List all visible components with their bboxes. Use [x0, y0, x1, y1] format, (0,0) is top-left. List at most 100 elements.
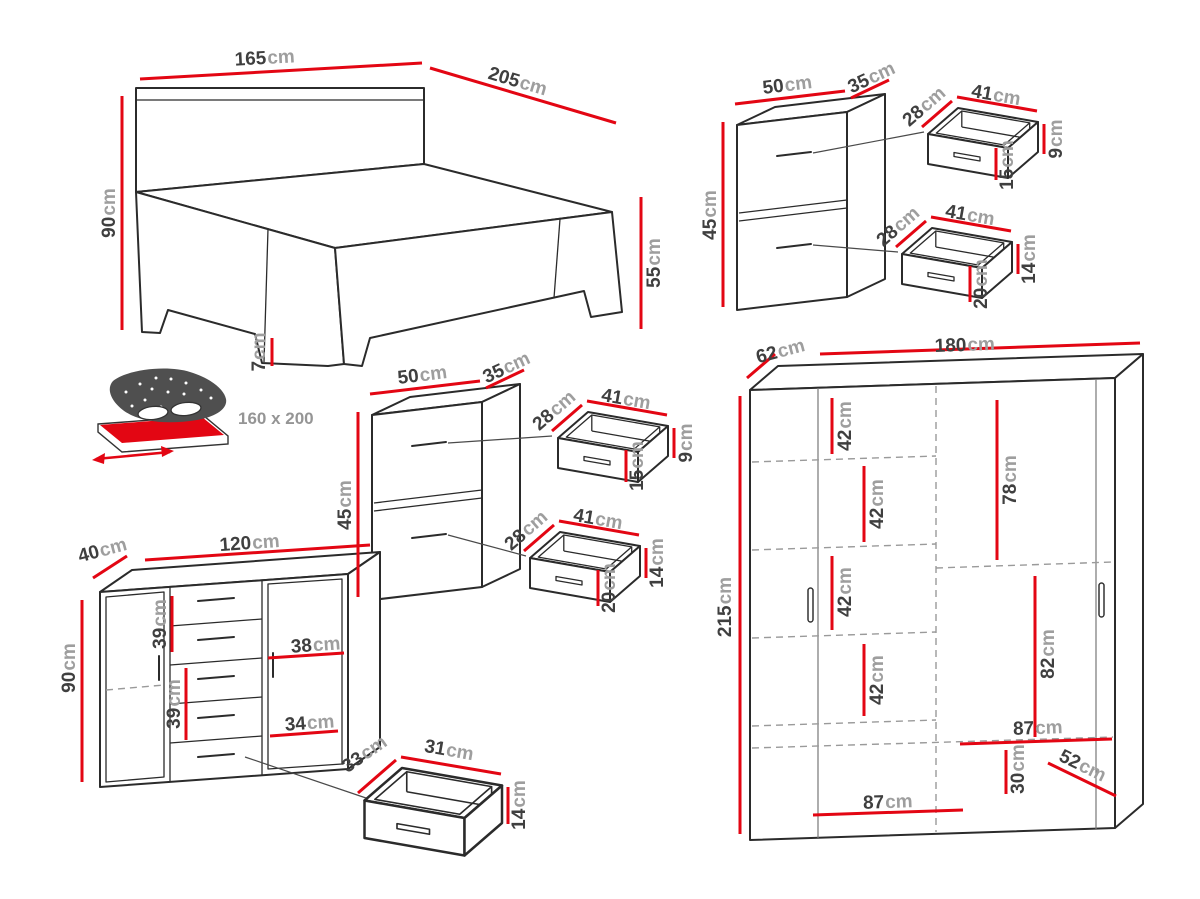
dim-line — [429, 66, 617, 125]
callout-lines — [244, 131, 925, 799]
ns-top-upper-drawer-width-label: 41cm — [970, 81, 1023, 110]
chest-drawing — [99, 551, 504, 857]
unit: cm — [594, 509, 625, 534]
unit: cm — [251, 531, 280, 554]
value: 14 — [509, 808, 530, 830]
nightstand-middle-lower-drawer — [529, 531, 641, 603]
unit: cm — [1000, 455, 1021, 482]
unit: cm — [599, 563, 620, 590]
chest-drawer-height-label: 14cm — [509, 780, 530, 830]
wardrobe-shelf-2-label: 42cm — [867, 479, 888, 529]
dim-line — [139, 61, 423, 81]
ns-mid-lower-drawer-front-height-label: 20cm — [599, 563, 620, 613]
ns-top-width-label: 50cm — [761, 72, 813, 99]
chest-lower-inner-width-label: 34cm — [284, 711, 335, 735]
wardrobe-depth-label: 62cm — [754, 335, 807, 368]
dim-line — [485, 368, 525, 390]
unit: cm — [249, 332, 270, 359]
unit: cm — [783, 72, 813, 96]
value: 15 — [997, 168, 1018, 190]
value: 78 — [1000, 484, 1021, 505]
dim-line — [921, 99, 953, 129]
unit: cm — [971, 259, 992, 286]
ns-top-lower-drawer-width-label: 41cm — [944, 201, 997, 230]
wardrobe-right-lower-label: 82cm — [1038, 629, 1059, 679]
dim-line — [144, 543, 371, 562]
ns-mid-lower-drawer-side-height-label: 14cm — [647, 538, 668, 588]
width-arrow — [95, 450, 171, 461]
unit: cm — [1035, 717, 1063, 739]
blanket — [109, 368, 227, 423]
dimension-lines — [80, 61, 1141, 834]
callout-line — [812, 131, 925, 154]
value: 14 — [1019, 262, 1040, 284]
value: 30 — [1008, 773, 1029, 794]
value: 41 — [970, 81, 995, 105]
value: 20 — [599, 592, 620, 613]
dim-line — [269, 729, 339, 738]
dim-line — [357, 758, 397, 795]
value: 42 — [835, 430, 856, 451]
pillow — [137, 405, 169, 421]
unit: cm — [700, 190, 721, 217]
dim-line — [369, 379, 481, 396]
value: 50 — [761, 76, 785, 99]
unit: cm — [150, 599, 171, 626]
wardrobe-shelf-4-label: 42cm — [867, 655, 888, 705]
unit: cm — [644, 238, 665, 265]
value: 90 — [99, 217, 120, 238]
unit: cm — [835, 567, 856, 594]
chest-lower-section-label: 39cm — [164, 679, 185, 729]
value: 14 — [647, 566, 668, 588]
ns-mid-upper-drawer-front-height-label: 15cm — [627, 441, 648, 491]
unit: cm — [715, 577, 736, 604]
value: 42 — [835, 596, 856, 617]
wardrobe-width-label: 180cm — [934, 334, 995, 357]
ns-mid-lower-drawer-width-label: 41cm — [572, 505, 625, 534]
wardrobe-shelf-3-label: 42cm — [835, 567, 856, 617]
ns-mid-depth-label: 35cm — [480, 348, 534, 388]
unit: cm — [967, 334, 995, 356]
bed-leg-height-label: 7cm — [249, 332, 270, 371]
unit: cm — [267, 46, 296, 68]
dim-line — [850, 78, 890, 100]
unit: cm — [312, 633, 341, 656]
value: 15 — [627, 469, 648, 491]
wardrobe-bottom-height-label: 30cm — [1008, 744, 1029, 794]
value: 39 — [150, 628, 171, 649]
unit: cm — [867, 479, 888, 506]
chest-upper-section-label: 39cm — [150, 599, 171, 649]
arrowhead-left — [92, 453, 105, 464]
unit: cm — [1046, 119, 1067, 146]
unit: cm — [1008, 744, 1029, 771]
unit: cm — [835, 401, 856, 428]
unit: cm — [164, 679, 185, 706]
unit: cm — [445, 740, 476, 765]
nightstand-middle-upper-drawer — [557, 411, 669, 483]
dim-line — [930, 215, 1012, 233]
wardrobe-shelf-1-label: 42cm — [835, 401, 856, 451]
value: 215 — [715, 605, 736, 637]
dim-line — [734, 89, 846, 106]
bed-footboard-height-label: 55cm — [644, 238, 665, 288]
wardrobe-right-bottom-width-label: 87cm — [1013, 717, 1063, 740]
value: 9 — [1046, 148, 1067, 159]
arrowhead-right — [161, 446, 174, 457]
dim-line — [956, 95, 1038, 113]
ns-top-lower-drawer-front-height-label: 20cm — [971, 259, 992, 309]
value: 50 — [396, 366, 420, 389]
value: 41 — [600, 385, 625, 409]
unit: cm — [306, 711, 335, 734]
mattress-size-label: 160 x 200 — [238, 409, 314, 428]
value: 41 — [944, 201, 969, 225]
value: 38 — [290, 635, 313, 657]
chest-drawer-width-label: 31cm — [423, 736, 476, 765]
value: 42 — [867, 508, 888, 529]
unit: cm — [627, 441, 648, 468]
value: 20 — [971, 288, 992, 309]
bed-drawing — [135, 87, 623, 367]
mattress-icon — [92, 368, 229, 464]
dim-line — [1047, 761, 1117, 798]
